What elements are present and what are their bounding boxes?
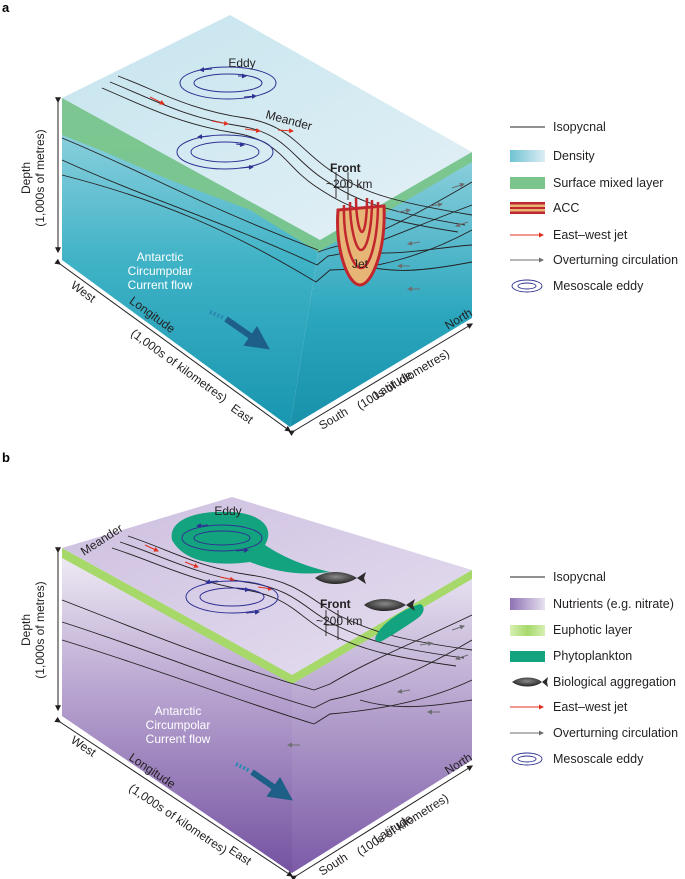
panel-a-legend-item: Overturning circulation xyxy=(553,253,678,267)
panel-a-legend-item: Isopycnal xyxy=(553,120,606,134)
panel-b-phytoplankton-bloom xyxy=(171,511,330,574)
panel-a-front-marker xyxy=(335,172,349,200)
panel-b-isopycnals-top xyxy=(111,535,473,667)
panel-b-front-marker xyxy=(325,610,339,640)
panel-b-legend-item: Nutrients (e.g. nitrate) xyxy=(553,597,674,611)
fish-icon xyxy=(512,677,548,687)
panel-b-acc-flow-3: Current flow xyxy=(146,732,211,746)
panel-b-acc-flow-2: Circumpolar xyxy=(146,718,211,732)
panel-b-east-label: East xyxy=(226,843,254,868)
panel-a-legend-item: East–west jet xyxy=(553,228,628,242)
density-gradient-icon xyxy=(510,150,545,162)
panel-a-depth-units: (1,000s of metres) xyxy=(33,129,47,226)
panel-a-axes xyxy=(54,97,474,437)
panel-a-east-west-jet-arrows xyxy=(149,96,294,134)
panel-a-depth-label: Depth xyxy=(19,162,33,194)
nutrient-gradient-icon xyxy=(510,598,545,610)
panel-a-eddy-lower xyxy=(176,134,274,170)
mixed-layer-swatch-icon xyxy=(510,177,545,189)
panel-a-jet-label: Jet xyxy=(352,257,369,271)
eddy-symbol-icon xyxy=(511,279,543,293)
panel-b-eddy-label: Eddy xyxy=(214,504,241,518)
panel-a-legend-item: Mesoscale eddy xyxy=(553,279,644,293)
panel-a-south-label: South xyxy=(316,404,350,432)
panel-a-overturning-arrows xyxy=(397,182,469,292)
panel-a-legend-item: Surface mixed layer xyxy=(553,176,663,190)
panel-b-top-face xyxy=(62,497,472,675)
panel-a-acc-flow-3: Current flow xyxy=(128,278,193,292)
panel-a-mixed-layer xyxy=(62,98,320,252)
panel-b-euphotic-side xyxy=(292,570,472,684)
panel-a-eddy-label: Eddy xyxy=(228,56,255,70)
phytoplankton-swatch-icon xyxy=(510,651,545,662)
panel-b-legend-item: Phytoplankton xyxy=(553,649,632,663)
panel-b-depth-label: Depth xyxy=(19,614,33,646)
panel-a-acc-jet xyxy=(336,197,386,287)
panel-b-legend-item: Isopycnal xyxy=(553,570,606,584)
panel-a-legend-item: ACC xyxy=(553,201,579,215)
panel-b-axes xyxy=(54,547,474,879)
panel-b-eddy-lower xyxy=(185,579,279,615)
panel-b-label: b xyxy=(2,450,10,465)
panel-b-isopycnals-front xyxy=(61,599,315,725)
panel-a-km-label: ~200 km xyxy=(326,177,372,191)
eddy-symbol-icon xyxy=(511,752,543,766)
panel-b-front-label: Front xyxy=(320,597,351,611)
euphotic-swatch-icon xyxy=(510,625,545,636)
panel-b-isopycnals-side xyxy=(313,614,473,725)
panel-a-top-face xyxy=(62,15,472,240)
panel-a-eddy-upper xyxy=(179,66,277,100)
panel-b-depth-units: (1,000s of metres) xyxy=(33,581,47,678)
panel-b-phytoplankton-patch xyxy=(375,604,424,642)
panel-b-legend-item: Overturning circulation xyxy=(553,726,678,740)
panel-b-legend-item: Euphotic layer xyxy=(553,623,632,637)
panel-a-acc-flow-1: Antarctic xyxy=(137,250,184,264)
panel-a-legend-item: Density xyxy=(553,149,595,163)
panel-a-legend: Isopycnal Density Surface mixed layer AC… xyxy=(510,120,678,293)
panel-b-acc-flow-1: Antarctic xyxy=(155,704,202,718)
panel-a: a xyxy=(2,0,678,437)
panel-a-front-label: Front xyxy=(330,161,361,175)
panel-b-fish-2 xyxy=(364,599,415,611)
panel-b-legend: Isopycnal Nutrients (e.g. nitrate) Eupho… xyxy=(510,570,678,766)
acc-swatch-icon xyxy=(510,202,545,214)
panel-b-legend-item: Biological aggregation xyxy=(553,675,676,689)
panel-b-fish-1 xyxy=(315,572,366,584)
panel-b-legend-item: Mesoscale eddy xyxy=(553,752,644,766)
panel-b-km-label: ~200 km xyxy=(316,614,362,628)
panel-b-legend-item: East–west jet xyxy=(553,700,628,714)
panel-b-eddy-upper xyxy=(181,523,263,553)
panel-b: b xyxy=(2,450,678,879)
panel-a-acc-flow-2: Circumpolar xyxy=(128,264,193,278)
panel-b-east-west-jet-arrows xyxy=(144,544,273,591)
panel-a-label: a xyxy=(2,0,10,15)
panel-a-east-label: East xyxy=(228,401,256,427)
panel-b-euphotic-front xyxy=(62,548,292,684)
